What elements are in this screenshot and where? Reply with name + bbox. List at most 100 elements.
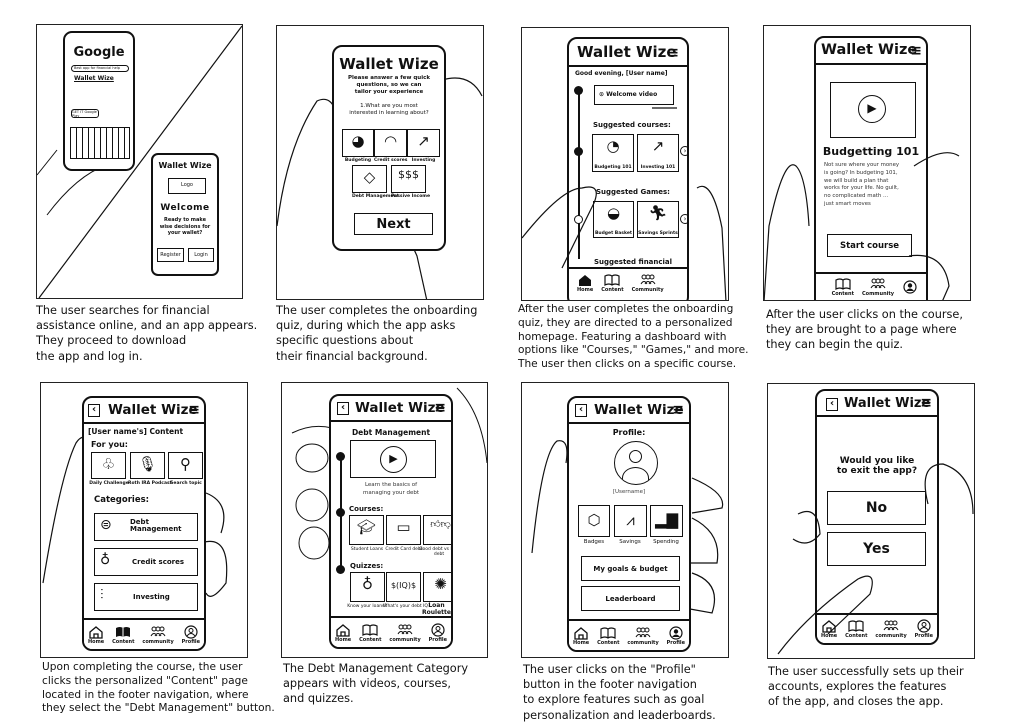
next-arrow-icon[interactable]: › <box>680 214 687 224</box>
footer-item-label: Content <box>831 291 854 297</box>
course-good-vs-bad-debt[interactable]: 👍︎👎︎ <box>423 515 451 545</box>
course-video-player[interactable]: ▶ <box>830 82 916 138</box>
footer-item-community[interactable]: community <box>142 625 174 645</box>
start-course-button[interactable]: Start course <box>827 234 912 257</box>
footer-item-home[interactable]: Home <box>821 619 837 639</box>
search-input[interactable]: Best app for financial help <box>71 65 129 72</box>
footer-item-community[interactable]: community <box>389 623 421 643</box>
progress-dot-complete <box>574 86 583 95</box>
menu-icon[interactable]: ≡ <box>667 45 679 61</box>
username: [Username] <box>612 489 646 495</box>
financial-heading: Suggested financial <box>594 258 673 266</box>
menu-icon[interactable]: ≡ <box>672 402 684 418</box>
footer-item-community[interactable]: Community <box>862 277 894 297</box>
menu-icon[interactable]: ≡ <box>910 43 922 59</box>
game-savings-sprints[interactable]: 🏃︎Savings Sprints <box>637 201 679 238</box>
menu-icon[interactable]: ≡ <box>434 400 446 416</box>
play-icon[interactable]: ▶ <box>380 446 407 473</box>
back-icon[interactable]: ‹ <box>337 402 349 415</box>
footer-item-home[interactable]: Home <box>88 625 104 645</box>
play-icon[interactable]: ▶ <box>858 95 886 123</box>
spending-tile[interactable]: ▂▇ <box>650 505 683 537</box>
savings-tile[interactable]: ⩘ <box>614 505 647 537</box>
app-header: ‹ Wallet Wize ≡ <box>84 398 204 424</box>
app-title: Wallet Wize <box>844 396 931 411</box>
keyboard[interactable] <box>70 127 130 159</box>
footer-item-content[interactable]: Content <box>832 277 854 297</box>
footer-item-content[interactable]: Content <box>845 619 868 639</box>
footer-item-content[interactable]: Content <box>601 273 624 293</box>
progress-dot <box>336 452 345 461</box>
option-budgeting[interactable]: ◕ <box>342 129 374 157</box>
avatar[interactable] <box>614 441 658 485</box>
footer-item-home[interactable]: Home <box>577 273 593 293</box>
game-budget-basket[interactable]: ◒Budget Basket <box>593 201 634 238</box>
course-investing-101[interactable]: ↗Investing 101 <box>637 134 679 172</box>
footer-item-content[interactable]: Content <box>359 623 382 643</box>
quiz-know-your-loans[interactable]: ♁ <box>350 572 385 602</box>
footer-item-profile[interactable] <box>902 280 918 294</box>
footer-item-community[interactable]: community <box>875 619 907 639</box>
menu-icon[interactable]: ≡ <box>920 395 932 411</box>
footer-item-profile[interactable]: Profile <box>182 624 200 645</box>
app-header: ‹ Wallet Wize ≡ <box>817 391 937 417</box>
footer-item-label: Home <box>572 639 590 646</box>
category-credit-scores[interactable]: ♁Credit scores <box>94 548 198 576</box>
footer-item-home[interactable]: Home <box>573 626 589 646</box>
option-debt-management[interactable]: ◇ <box>352 165 387 193</box>
footer-item-profile[interactable]: Profile <box>667 625 685 646</box>
welcome-video-button[interactable]: ⊙ Welcome video <box>594 85 674 105</box>
badges-tile[interactable]: ⬡ <box>578 505 610 537</box>
login-button[interactable]: Login <box>188 248 214 262</box>
lesson-video-player[interactable]: ▶ <box>350 440 436 478</box>
for-you-roth-ira-podcast[interactable]: 🎙︎ <box>130 452 165 479</box>
no-button[interactable]: No <box>827 491 926 525</box>
footer-item-profile[interactable]: Profile <box>429 622 447 643</box>
quiz-loan-roulette[interactable]: ✺ <box>423 572 451 602</box>
leaderboard-button[interactable]: Leaderboard <box>581 586 680 611</box>
footer-nav: Home Content community Profile <box>569 619 689 650</box>
back-icon[interactable]: ‹ <box>826 398 838 411</box>
footer-item-label: community <box>627 639 659 646</box>
back-icon[interactable]: ‹ <box>88 404 100 417</box>
course-student-loans[interactable]: 🎓︎ <box>349 515 384 545</box>
quiz-debt-iq[interactable]: $(IQ)$ <box>386 572 421 602</box>
footer-item-profile[interactable]: Profile <box>915 619 933 639</box>
next-button[interactable]: Next <box>354 213 433 235</box>
course-credit-card-debt[interactable]: ▭ <box>386 515 421 545</box>
footer-item-community[interactable]: community <box>627 626 659 646</box>
app-header: ‹ Wallet Wize ≡ <box>569 398 689 424</box>
course-budgeting-101[interactable]: ◔Budgeting 101 <box>592 134 634 172</box>
footer-item-content[interactable]: Content <box>597 626 620 646</box>
get-it-button[interactable]: GET IT Google Play <box>71 109 99 118</box>
invest-hand-icon: ⫶ <box>100 587 104 603</box>
goals-budget-button[interactable]: My goals & budget <box>581 556 680 581</box>
next-arrow-icon[interactable]: › <box>680 146 687 156</box>
footer-item-label: community <box>389 636 421 643</box>
option-passive-income[interactable]: $$$ <box>391 165 426 193</box>
footer-item-community[interactable]: Community <box>632 273 664 293</box>
register-button[interactable]: Register <box>157 248 184 262</box>
option-investing[interactable]: ↗ <box>407 129 440 157</box>
for-you-daily-challenge[interactable]: ♧ <box>91 452 126 479</box>
menu-icon[interactable]: ≡ <box>188 402 200 418</box>
category-investing[interactable]: ⫶Investing <box>94 583 198 611</box>
back-icon[interactable]: ‹ <box>575 404 587 417</box>
debt-management-phone: ‹ Wallet Wize ≡ Debt Management ▶ Learn … <box>329 394 453 649</box>
yes-button[interactable]: Yes <box>827 532 926 566</box>
progress-dot <box>336 565 345 574</box>
option-credit-scores[interactable]: ◠ <box>374 129 407 157</box>
footer-item-content[interactable]: Content <box>112 625 135 645</box>
for-you-search-topic[interactable]: ⚲ <box>168 452 203 479</box>
category-debt-management[interactable]: ⊜Debt Management <box>94 513 198 541</box>
course-title: Budgetting 101 <box>822 145 920 158</box>
app-header: Wallet Wize ≡ <box>569 39 687 67</box>
search-result-title[interactable]: Wallet Wize <box>74 75 114 82</box>
footer-item-home[interactable]: Home <box>335 623 351 643</box>
footer-item-label: Content <box>112 638 135 645</box>
